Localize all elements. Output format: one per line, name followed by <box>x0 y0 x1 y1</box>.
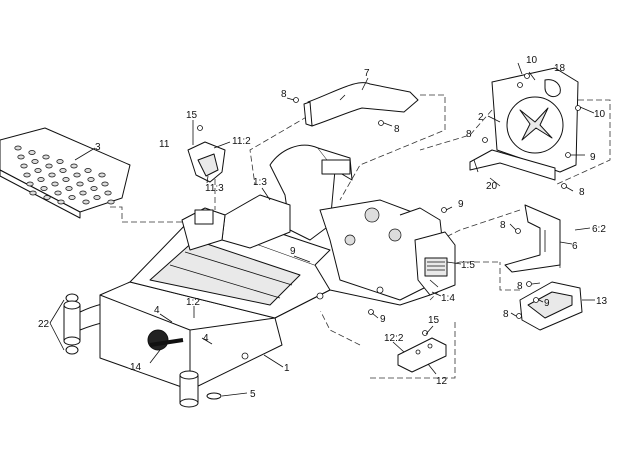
callout-9: 9 <box>458 199 464 210</box>
perforation-hole <box>73 172 81 178</box>
callout-15: 15 <box>186 110 198 121</box>
small-bracket-part <box>187 120 226 183</box>
perforation-hole <box>98 172 106 178</box>
callout-12: 12 <box>436 376 448 387</box>
callout-11-3: 11:3 <box>205 183 224 194</box>
perforation-hole <box>87 177 95 182</box>
callout-20: 20 <box>486 181 498 192</box>
callout-15: 15 <box>428 315 440 326</box>
callout-14: 14 <box>130 362 142 373</box>
callout-11-2: 11:2 <box>232 136 251 147</box>
callout-8: 8 <box>394 124 400 135</box>
perforation-hole <box>26 181 34 187</box>
callout-8: 8 <box>500 220 506 231</box>
callout-8: 8 <box>503 309 509 320</box>
assembly-guide-lines <box>110 94 611 379</box>
perforation-hole <box>28 150 36 155</box>
perforation-hole <box>43 195 51 200</box>
callout-1: 1 <box>284 363 290 374</box>
callout-22: 22 <box>38 319 50 330</box>
callout-9: 9 <box>590 152 596 163</box>
perforation-hole <box>51 181 59 187</box>
perforation-hole <box>76 181 84 187</box>
perforation-hole <box>31 159 39 164</box>
side-bracket-part <box>504 204 561 273</box>
perforation-hole <box>37 177 45 182</box>
perforation-hole <box>23 172 31 178</box>
fan-panel-part <box>491 67 581 173</box>
perforation-hole <box>107 199 115 205</box>
fender-bracket-part <box>303 82 419 127</box>
callout-9: 9 <box>290 246 296 257</box>
callout-5: 5 <box>250 389 256 400</box>
callout-6: 6 <box>572 241 578 252</box>
callout-13: 13 <box>596 296 608 307</box>
callout-1-4: 1:4 <box>441 293 455 304</box>
perforation-hole <box>62 177 70 182</box>
callout-11: 11 <box>159 139 170 150</box>
callout-8: 8 <box>466 129 472 140</box>
callout-9: 9 <box>544 298 550 309</box>
perforation-hole <box>42 154 50 160</box>
callout-7: 7 <box>364 68 370 79</box>
callout-3: 3 <box>95 142 101 153</box>
callout-8: 8 <box>579 187 585 198</box>
perforation-hole <box>17 154 25 160</box>
callout-1-2: 1:2 <box>186 297 200 308</box>
callout-4: 4 <box>203 333 209 344</box>
callout-labels: 3 7 8 8 15 11 11:2 11:3 1:3 10 18 2 10 8… <box>38 55 608 400</box>
perforation-hole <box>40 186 48 191</box>
perforation-hole <box>104 190 112 196</box>
perforation-hole <box>59 168 67 173</box>
callout-6-2: 6:2 <box>592 224 606 235</box>
callout-2: 2 <box>478 112 484 123</box>
perforation-hole <box>57 199 65 205</box>
callout-18: 18 <box>554 63 566 74</box>
perforation-hole <box>34 168 42 173</box>
perforation-hole <box>79 190 87 196</box>
callout-8: 8 <box>517 281 523 292</box>
bottom-bolt-part <box>206 392 222 400</box>
perforation-hole <box>84 168 92 173</box>
callout-10: 10 <box>594 109 606 120</box>
callout-10: 10 <box>526 55 538 66</box>
callout-8: 8 <box>281 89 287 100</box>
perforation-hole <box>45 163 53 169</box>
callout-9: 9 <box>380 314 386 325</box>
exmark-logo <box>147 329 184 351</box>
perforation-hole <box>93 195 101 200</box>
perforation-hole <box>65 186 73 191</box>
strap-bracket-part <box>469 149 556 181</box>
perforation-hole <box>20 163 28 169</box>
perforation-hole <box>82 199 90 205</box>
perforation-hole <box>90 186 98 191</box>
perforation-hole <box>14 145 22 151</box>
callout-1-5: 1:5 <box>461 260 475 271</box>
main-frame-part <box>99 144 456 408</box>
lower-guard-part <box>519 281 583 331</box>
floor-plate-part <box>0 127 131 219</box>
perforation-hole <box>68 195 76 200</box>
perforation-hole <box>101 181 109 187</box>
perforation-hole <box>48 172 56 178</box>
callout-12-2: 12:2 <box>384 333 404 344</box>
perforation-hole <box>70 163 78 169</box>
small-shield-part <box>397 337 447 373</box>
perforation-hole <box>54 190 62 196</box>
perforation-hole <box>29 190 37 196</box>
callout-1-3: 1:3 <box>253 177 267 188</box>
perforation-hole <box>56 159 64 164</box>
leader-lines <box>49 62 595 397</box>
callout-4: 4 <box>154 305 160 316</box>
